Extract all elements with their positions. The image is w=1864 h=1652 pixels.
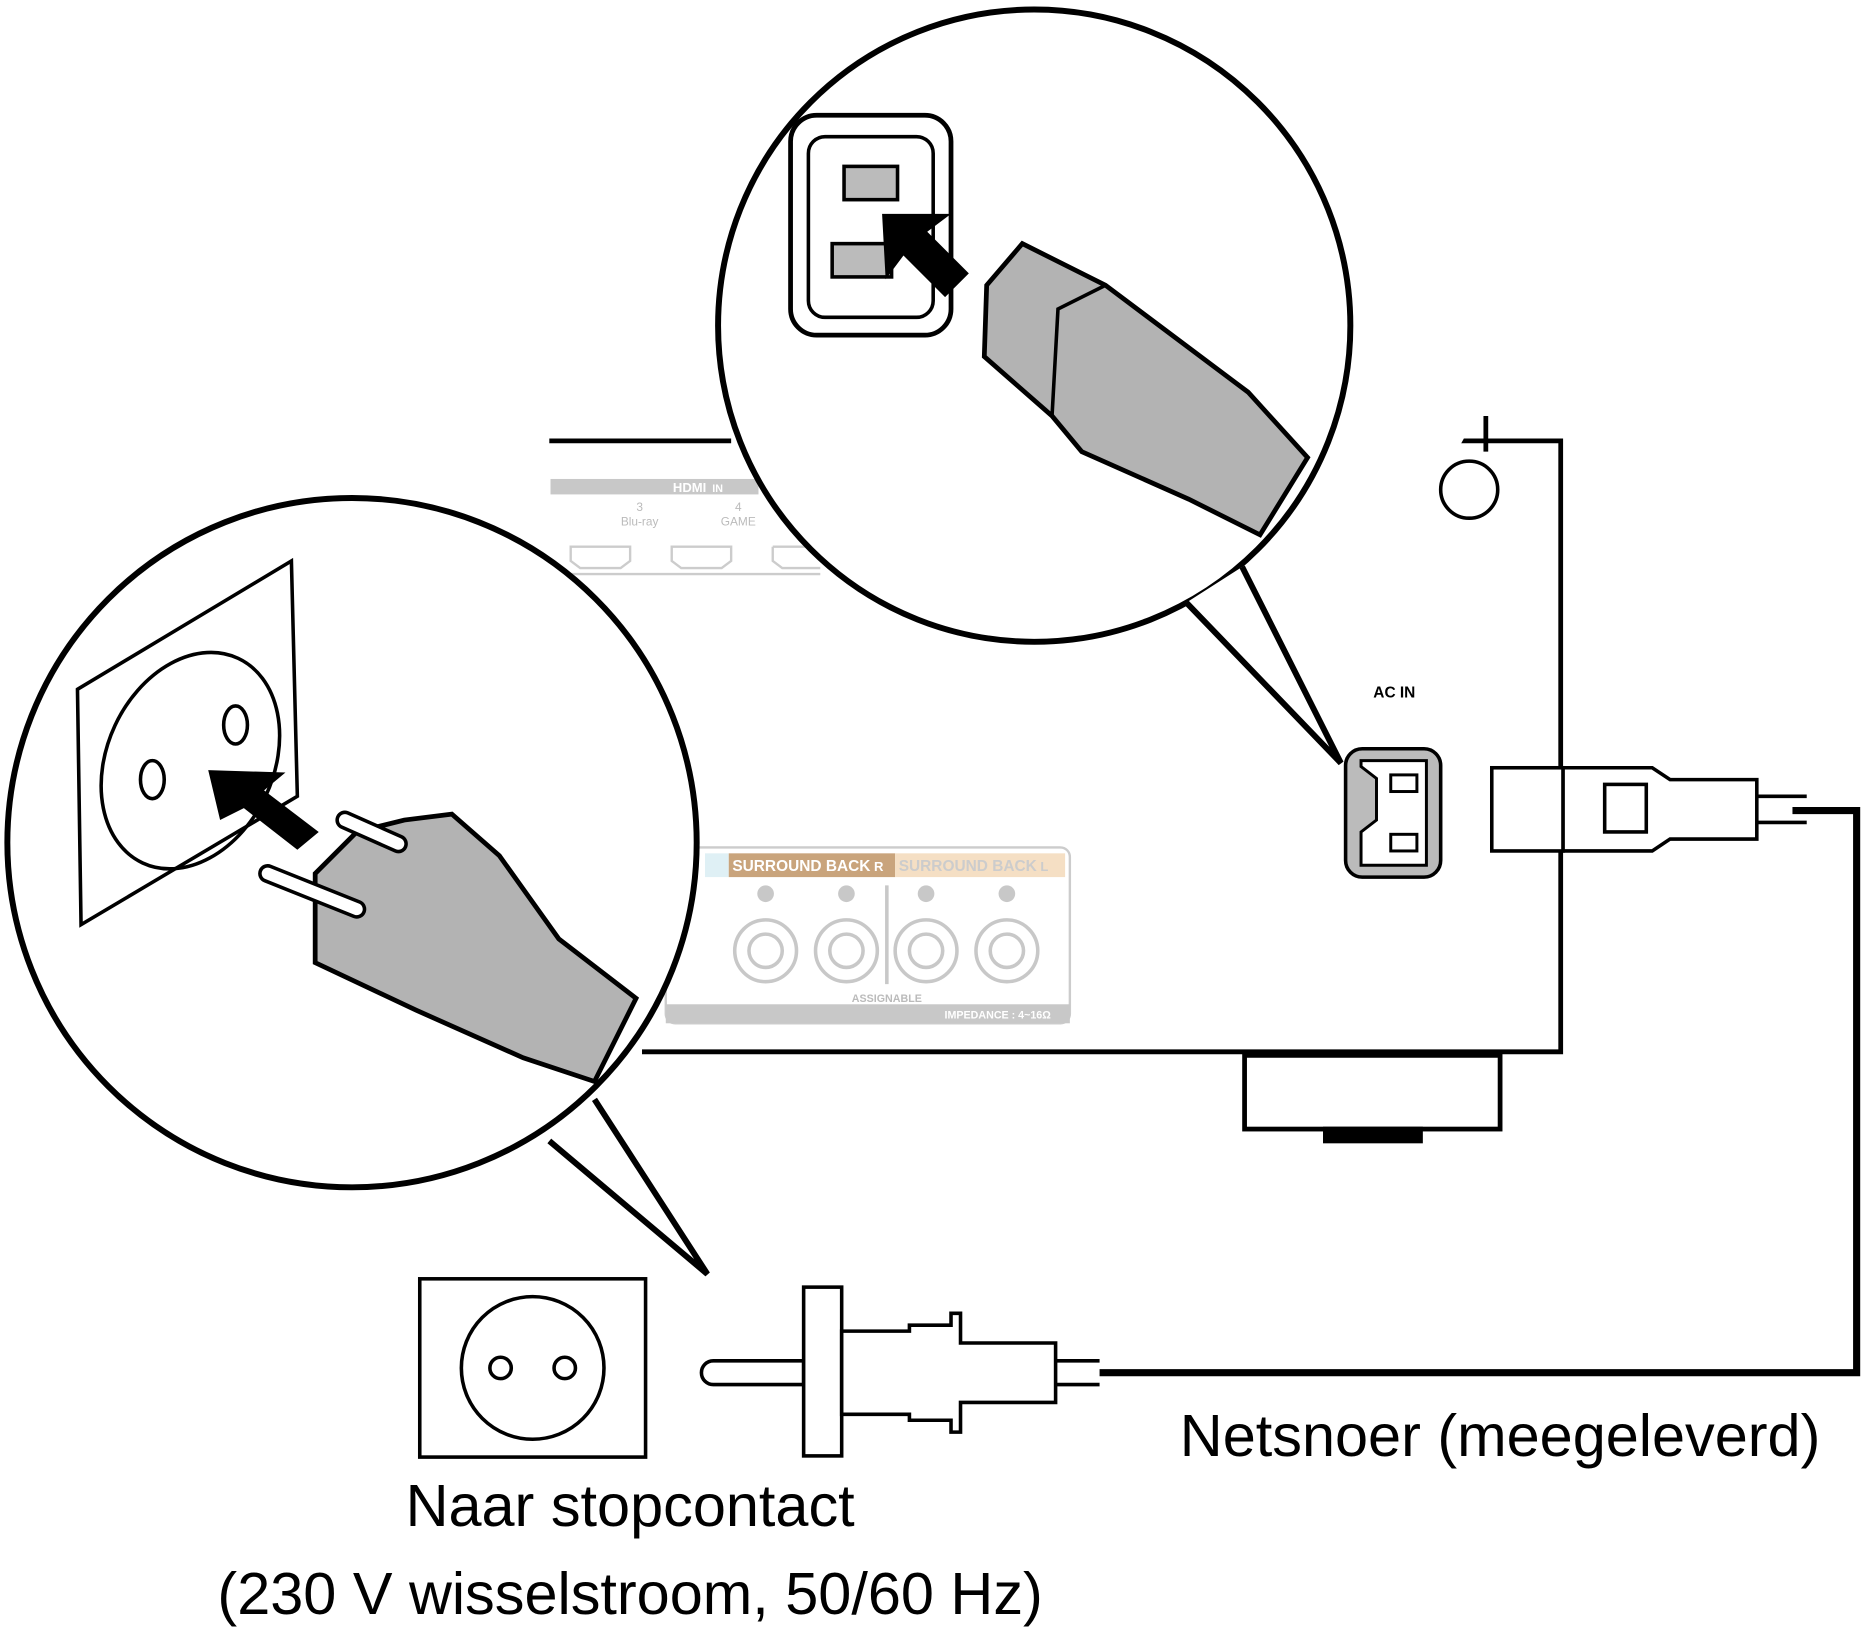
power-cord-label: Netsnoer (meegeleverd) (1180, 1402, 1821, 1469)
euro-plug (699, 1285, 1100, 1458)
power-cord (1099, 806, 1861, 1377)
hdmi-in-label: IN (712, 483, 723, 495)
surround-back-l-badge: L (1040, 859, 1048, 874)
surround-back-r-badge: R (874, 859, 884, 874)
iec-plug-closeup (981, 240, 1311, 538)
insert-arrow-icon (882, 213, 969, 298)
callout-ac-in (715, 0, 1503, 766)
hdmi-port (569, 545, 632, 570)
surround-back-r-header: SURROUND BACK R (732, 858, 884, 875)
hdmi-port (670, 545, 733, 570)
surround-back-l-label: SURROUND BACK (899, 858, 1037, 875)
hdmi-port-name: GAME (721, 514, 756, 528)
euro-plug-closeup (312, 811, 640, 1085)
hdmi-header: HDMI IN (673, 480, 723, 495)
impedance-label: IMPEDANCE : 4~16Ω (945, 1010, 1052, 1022)
ac-in-label: AC IN (1373, 685, 1415, 702)
insert-arrow-icon (208, 770, 319, 850)
hdmi-port-number: 4 (735, 500, 742, 514)
hdmi-port-name: Blu-ray (621, 514, 659, 528)
hdmi-section: HDMI IN 3 Blu-ray 4 GAME (550, 478, 821, 576)
hdmi-label: HDMI (673, 480, 706, 495)
hdmi-port-number: 3 (636, 500, 643, 514)
outlet-label: Naar stopcontact (406, 1472, 856, 1539)
iec-plug (1489, 765, 1807, 853)
callout-wall-outlet (4, 495, 710, 1277)
assignable-label: ASSIGNABLE (852, 993, 922, 1005)
outlet-spec-label: (230 V wisselstroom, 50/60 Hz) (217, 1560, 1042, 1627)
ac-in-socket (1343, 746, 1443, 879)
surround-back-r-label: SURROUND BACK (732, 858, 870, 875)
wall-outlet-icon (417, 1277, 648, 1459)
